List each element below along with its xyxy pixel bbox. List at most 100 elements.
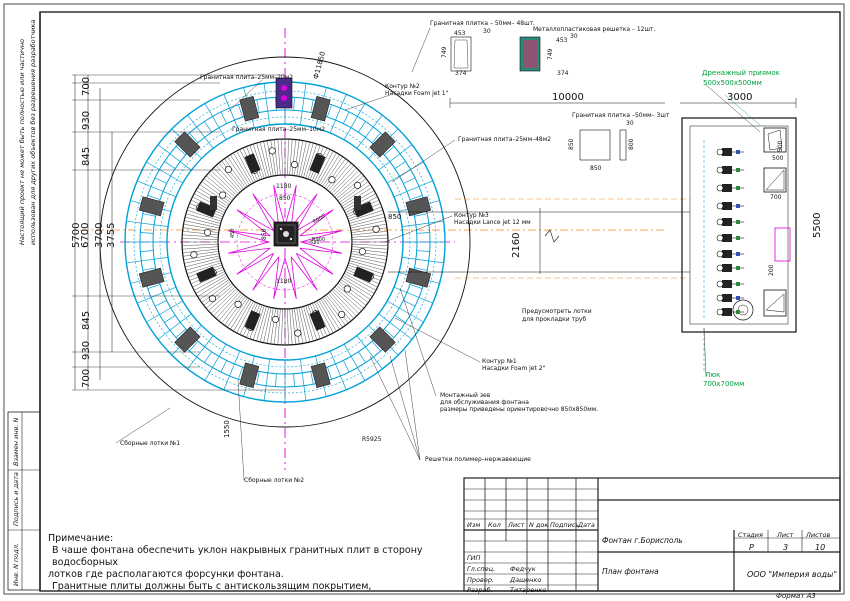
stamp-name-2: Дащенко bbox=[510, 576, 542, 584]
nozzle bbox=[372, 225, 380, 233]
dimensions-left bbox=[72, 74, 285, 391]
pump-valve bbox=[736, 310, 740, 314]
outer-radial-line bbox=[157, 144, 192, 171]
outer-radial-line bbox=[164, 161, 176, 169]
outer-radial-line bbox=[238, 104, 243, 118]
outer-pad bbox=[239, 95, 260, 122]
stamp-header-sign: Подпись bbox=[550, 521, 580, 529]
stamp-name-1: Федчук bbox=[510, 565, 536, 573]
label-hatch: Люк bbox=[705, 371, 721, 379]
dim-1180-top: 1180 bbox=[276, 183, 292, 190]
stamp-sheet-label: Лист bbox=[777, 531, 794, 539]
inner-hatch-line bbox=[233, 152, 252, 185]
leader-line bbox=[704, 83, 761, 133]
grate-453: 453 bbox=[556, 37, 568, 44]
leader-line bbox=[404, 349, 421, 461]
inner-hatch-line bbox=[344, 273, 377, 291]
inner-hatch-line bbox=[296, 140, 304, 177]
inner-hatch-line bbox=[289, 139, 293, 176]
outer-radial-line bbox=[358, 351, 366, 363]
outer-pad bbox=[310, 95, 331, 122]
label-grates-poly: Решетки полимер–нержавеющие bbox=[425, 456, 531, 463]
inner-hatch-line bbox=[324, 158, 346, 188]
inner-hatch-line bbox=[322, 297, 343, 328]
leader-line bbox=[411, 27, 431, 73]
outer-radial-line bbox=[310, 99, 314, 113]
notes-line-2: лотков где располагаются форсунки фонтан… bbox=[48, 569, 284, 580]
pump-body bbox=[722, 202, 732, 210]
inner-hatch-line bbox=[316, 150, 334, 183]
inner-hatch-line bbox=[252, 305, 265, 341]
nozzle bbox=[208, 295, 217, 303]
dim-r5925: R5925 bbox=[362, 436, 382, 443]
inner-hatch-line bbox=[266, 307, 274, 344]
pump-valve bbox=[736, 296, 740, 300]
inner-hatch-line bbox=[341, 277, 373, 297]
inner-hatch-line bbox=[327, 293, 352, 322]
inner-pad bbox=[196, 201, 217, 218]
inner-hatch-line bbox=[331, 290, 357, 317]
center-star bbox=[228, 185, 342, 299]
inner-hatch-line bbox=[182, 227, 219, 233]
star-ray bbox=[273, 185, 286, 228]
inner-hatch-line bbox=[252, 143, 265, 179]
inner-hatch-line bbox=[351, 251, 388, 257]
stamp-header-izm: Изм bbox=[467, 521, 481, 529]
pump-valve bbox=[736, 150, 740, 154]
outer-radial-line bbox=[387, 300, 424, 323]
inner-hatch-line bbox=[314, 302, 331, 335]
grate-30: 30 bbox=[570, 33, 578, 40]
outer-radial-line bbox=[356, 335, 383, 370]
inner-hatch-line bbox=[327, 162, 352, 191]
inner-hatch-line bbox=[334, 172, 362, 198]
outer-pad bbox=[174, 131, 201, 158]
star-ray bbox=[296, 209, 334, 237]
inner-pad bbox=[309, 310, 326, 331]
outer-radial-line bbox=[414, 213, 428, 217]
outer-radial-line bbox=[146, 300, 183, 323]
stamp-header-ndoc: N док bbox=[529, 521, 549, 529]
inner-hatch-line bbox=[185, 260, 221, 271]
stamp-header-list: Лист bbox=[508, 521, 525, 529]
leader-line bbox=[227, 79, 263, 113]
label-contour3: Контур №3 bbox=[454, 212, 489, 219]
inner-hatch-line bbox=[294, 139, 300, 176]
inner-hatch-line bbox=[182, 238, 219, 240]
outer-radial-line bbox=[394, 315, 406, 323]
inner-hatch-line bbox=[182, 234, 219, 238]
inner-hatch-line bbox=[259, 141, 270, 178]
inner-hatch-line bbox=[182, 248, 219, 254]
inner-hatch-line bbox=[256, 142, 267, 178]
outer-radial-line bbox=[384, 328, 395, 338]
inner-hatch-line bbox=[334, 286, 362, 312]
inner-hatch-line bbox=[201, 281, 231, 303]
outer-radial-line bbox=[343, 111, 350, 124]
tile-374: 374 bbox=[455, 70, 467, 77]
leader-line bbox=[344, 94, 391, 111]
inner-hatch-line bbox=[351, 230, 388, 236]
inner-hatch-line bbox=[201, 181, 231, 203]
outer-radial-line bbox=[256, 371, 260, 385]
tile-453: 453 bbox=[454, 30, 466, 37]
inner-hatch-line bbox=[303, 142, 314, 178]
inner-hatch-line bbox=[305, 143, 318, 179]
inner-hatch-line bbox=[193, 193, 226, 211]
pump-body bbox=[722, 148, 732, 156]
outer-radial-line bbox=[378, 144, 413, 171]
inner-hatch-line bbox=[333, 288, 360, 314]
inner-hatch-line bbox=[320, 154, 340, 186]
inner-hatch-line bbox=[324, 296, 346, 326]
pump-body bbox=[722, 184, 732, 192]
outer-radial-line bbox=[387, 161, 424, 184]
inner-hatch-line bbox=[193, 273, 226, 291]
inner-hatch-line bbox=[182, 230, 219, 236]
label-trays1: Сборные лотки №1 bbox=[120, 440, 181, 447]
side-fields-box bbox=[7, 411, 41, 591]
inner-hatch-line bbox=[273, 139, 279, 176]
inner-hatch-line bbox=[256, 306, 267, 342]
inner-hatch-line bbox=[186, 262, 222, 275]
outer-radial-line bbox=[137, 286, 177, 304]
inner-hatch-line bbox=[277, 139, 281, 176]
leader-line bbox=[384, 215, 453, 243]
outer-pad bbox=[369, 131, 396, 158]
